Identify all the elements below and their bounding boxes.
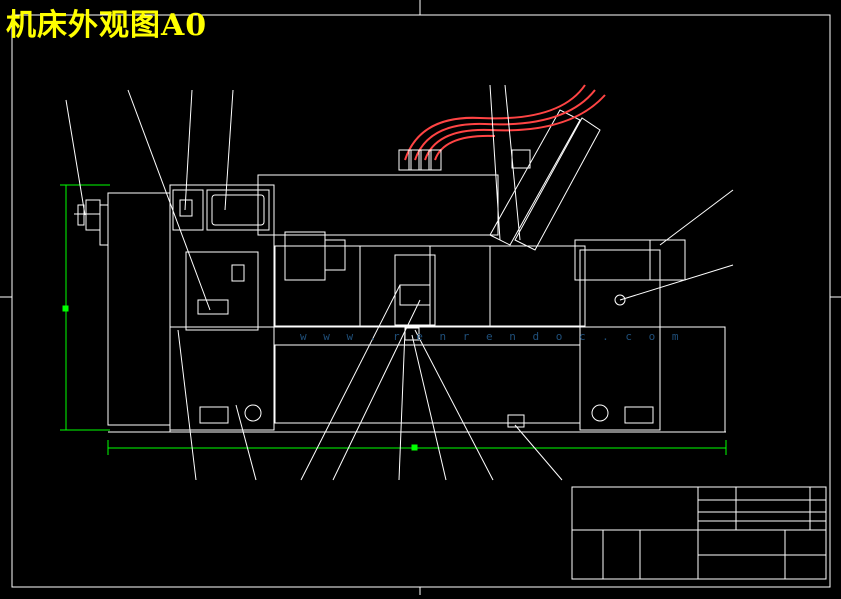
dimension-lines: [60, 184, 727, 455]
drawing-title: 机床外观图A0: [6, 8, 208, 43]
title-block: [571, 486, 827, 580]
hoses: [404, 84, 606, 161]
machine-body: [74, 174, 726, 433]
hose-fittings: [398, 149, 442, 171]
watermark-url: w w w . r e n r e n d o c . c o m: [300, 330, 684, 343]
leader-lines: [65, 84, 734, 481]
